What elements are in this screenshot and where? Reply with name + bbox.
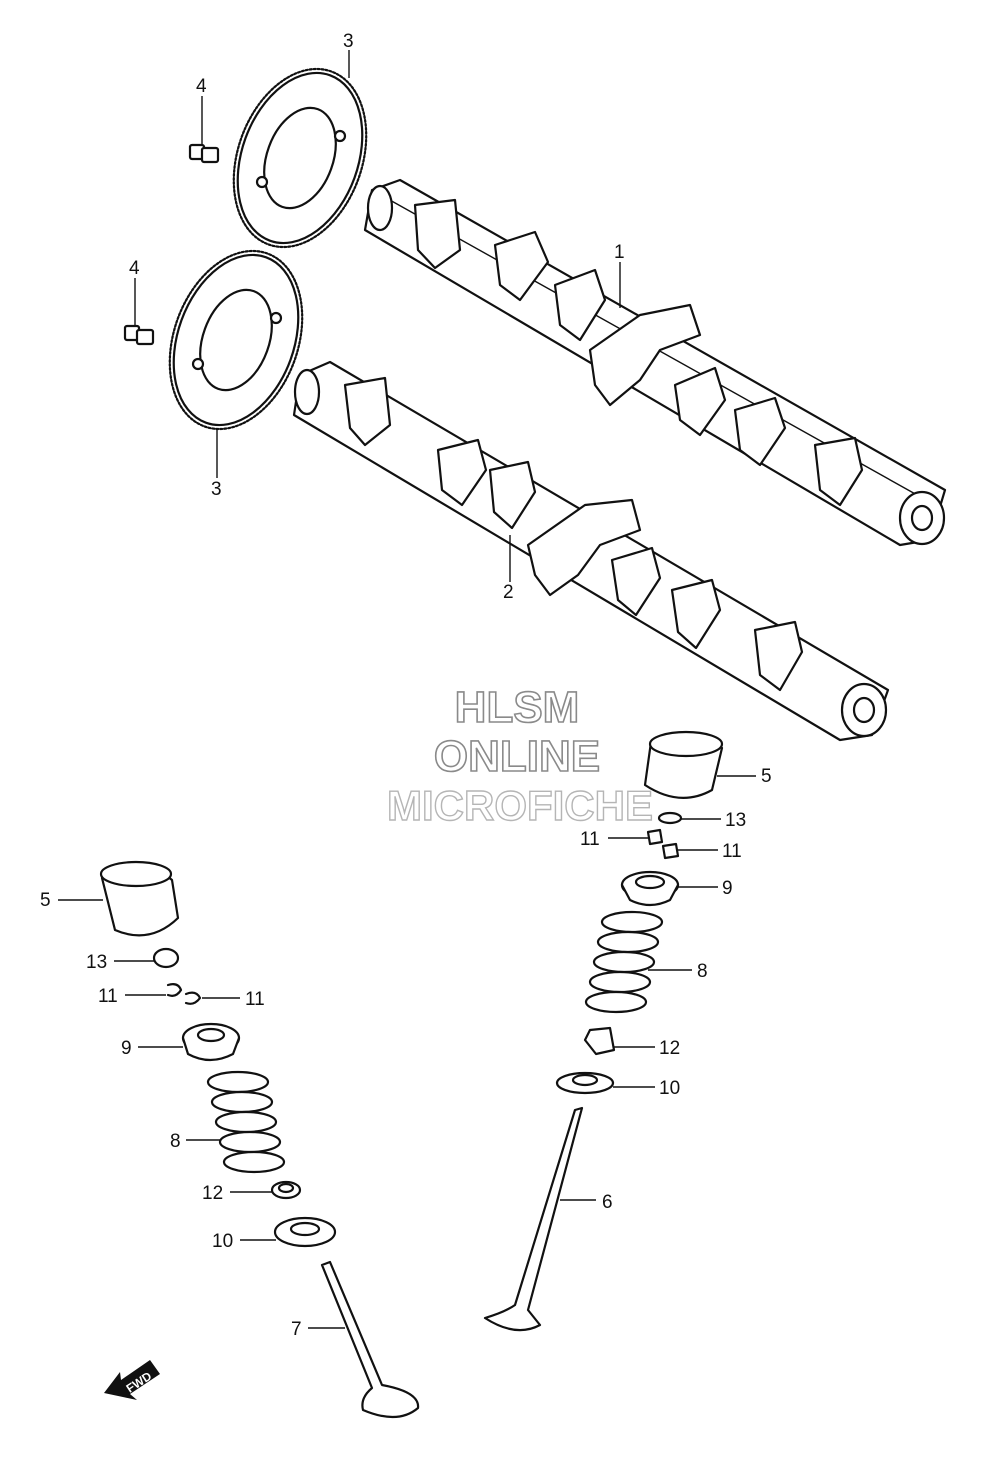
valve-right[interactable] — [483, 1106, 584, 1332]
retainer-right[interactable] — [620, 870, 680, 907]
label-bolt-upper: 4 — [196, 76, 207, 97]
valve-left[interactable] — [320, 1260, 420, 1419]
label-cotter-right-a: 11 — [580, 829, 600, 850]
label-seat-left: 10 — [212, 1231, 233, 1252]
cam-sprocket-lower[interactable] — [146, 232, 325, 447]
cotter-left-b[interactable] — [184, 991, 202, 1005]
label-tappet-left: 5 — [40, 890, 51, 911]
watermark-line-2: ONLINE — [434, 732, 600, 781]
label-seal-left: 12 — [202, 1183, 223, 1204]
shim-right[interactable] — [657, 811, 683, 825]
label-retainer-right: 9 — [722, 878, 733, 899]
spring-left[interactable] — [206, 1070, 286, 1174]
watermark: HLSM ONLINE MICROFICHE — [386, 682, 653, 830]
tappet-right[interactable] — [643, 730, 724, 799]
tappet-left[interactable] — [99, 860, 180, 937]
label-spring-left: 8 — [170, 1131, 181, 1152]
sprocket-bolt-upper[interactable] — [188, 143, 220, 164]
label-valve-right: 6 — [602, 1192, 613, 1213]
label-camshaft-intake: 1 — [614, 242, 625, 263]
label-sprocket-lower: 3 — [211, 479, 222, 500]
label-tappet-right: 5 — [761, 766, 772, 787]
stem-seal-right[interactable] — [583, 1026, 616, 1056]
sprocket-bolt-lower[interactable] — [123, 324, 155, 346]
cam-sprocket-upper[interactable] — [210, 50, 389, 265]
watermark-line-3: MICROFICHE — [387, 782, 653, 829]
part-labels: 1 2 3 3 4 4 5 5 6 7 8 8 9 9 10 10 11 11 … — [40, 31, 772, 1340]
label-seal-right: 12 — [659, 1038, 680, 1059]
cotter-left-a[interactable] — [166, 983, 183, 997]
leader-lines — [58, 50, 756, 1329]
shim-left[interactable] — [152, 947, 180, 969]
cotter-right-a[interactable] — [646, 828, 664, 846]
label-cotter-right-b: 11 — [722, 841, 742, 862]
camshaft-intake[interactable] — [363, 178, 947, 547]
label-shim-left: 13 — [86, 952, 107, 973]
stem-seal-left[interactable] — [270, 1180, 302, 1200]
label-sprocket-upper: 3 — [343, 31, 354, 52]
label-shim-right: 13 — [725, 810, 746, 831]
label-retainer-left: 9 — [121, 1038, 132, 1059]
spring-seat-right[interactable] — [555, 1071, 615, 1095]
spring-right[interactable] — [584, 910, 664, 1014]
label-camshaft-exhaust: 2 — [503, 582, 514, 603]
label-cotter-left-b: 11 — [245, 989, 265, 1010]
fwd-arrow-icon: FWD — [104, 1360, 160, 1400]
cotter-right-b[interactable] — [661, 842, 680, 860]
label-valve-left: 7 — [291, 1319, 302, 1340]
label-seat-right: 10 — [659, 1078, 680, 1099]
spring-seat-left[interactable] — [273, 1216, 337, 1248]
watermark-line-1: HLSM — [455, 683, 580, 732]
retainer-left[interactable] — [181, 1022, 241, 1062]
label-bolt-lower: 4 — [129, 258, 140, 279]
label-cotter-left-a: 11 — [98, 986, 118, 1007]
camshaft-exhaust[interactable] — [292, 360, 890, 742]
label-spring-right: 8 — [697, 961, 708, 982]
